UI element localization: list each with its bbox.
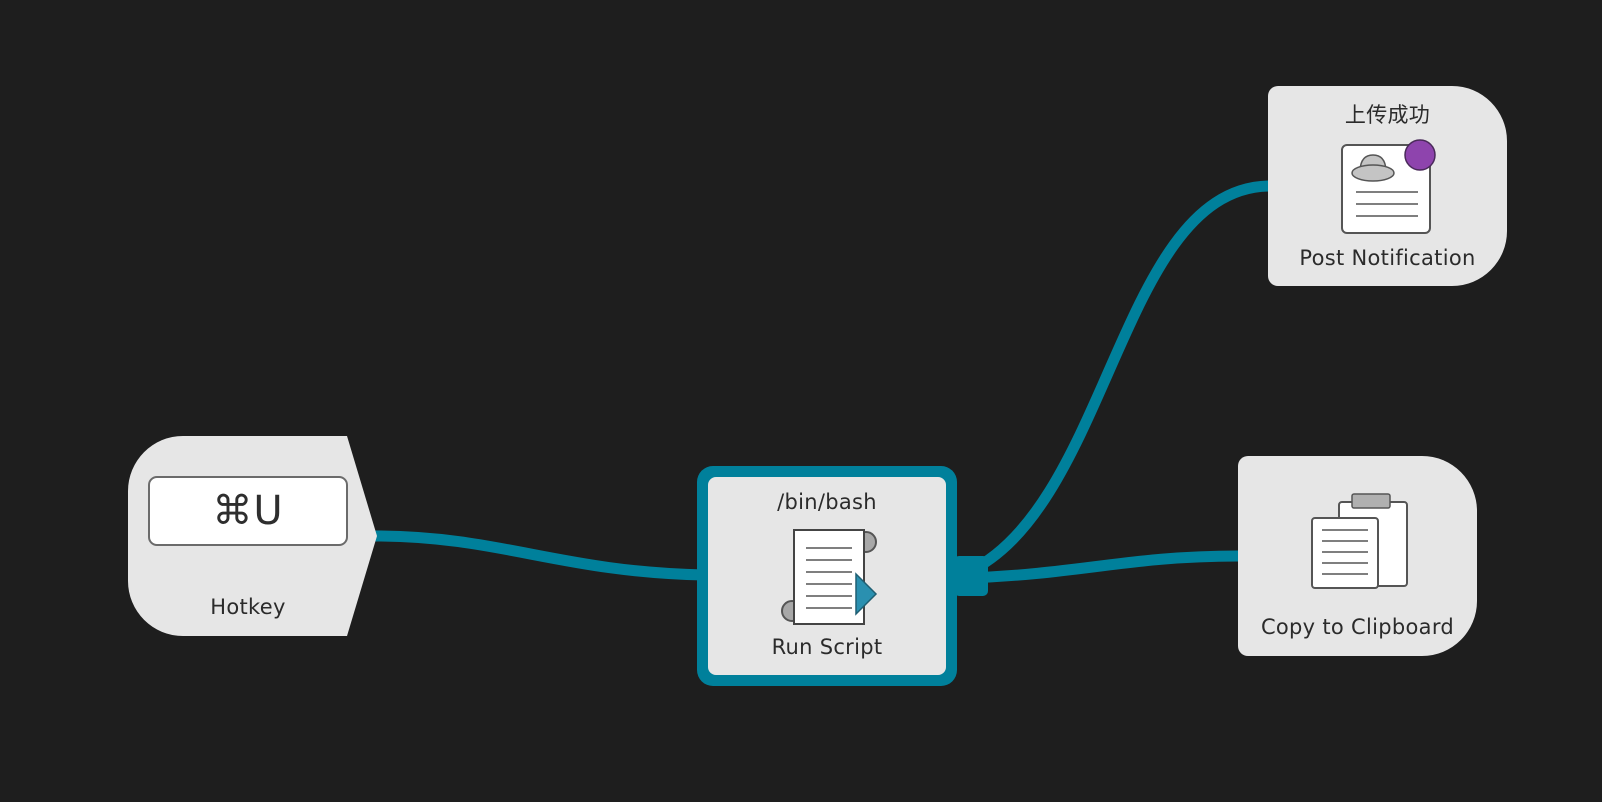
run-script-output-connector[interactable] — [954, 556, 988, 596]
post-notification-subtitle: 上传成功 — [1344, 103, 1431, 127]
connection-hotkey-to-run-script[interactable] — [369, 530, 710, 581]
run-script-subtitle: /bin/bash — [777, 490, 877, 514]
hotkey-shortcut-display[interactable]: ⌘U — [148, 476, 348, 546]
connection-run-script-to-notification[interactable] — [962, 180, 1274, 578]
hotkey-label: Hotkey — [210, 595, 286, 619]
script-scroll-icon — [781, 529, 878, 625]
copy-to-clipboard-label: Copy to Clipboard — [1260, 615, 1455, 639]
post-notification-label: Post Notification — [1299, 246, 1476, 270]
clipboard-icon — [1311, 493, 1408, 589]
notification-icon — [1341, 139, 1436, 234]
run-script-label: Run Script — [771, 635, 883, 659]
connection-run-script-to-clipboard[interactable] — [962, 550, 1244, 584]
